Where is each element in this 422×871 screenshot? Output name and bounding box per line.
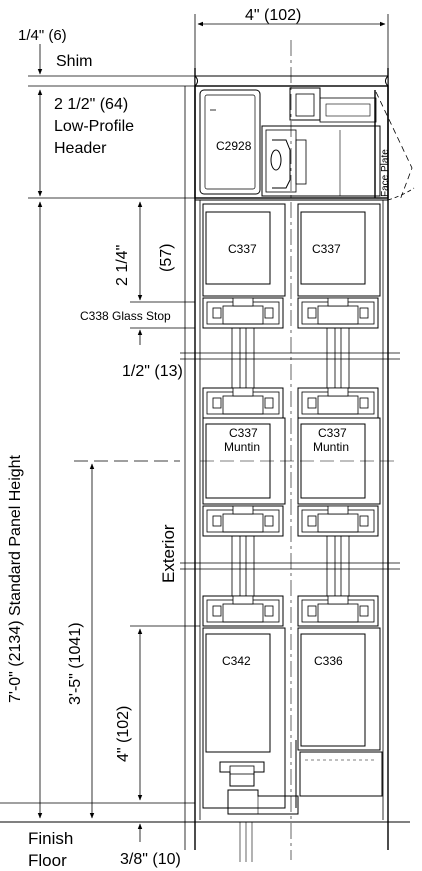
glass-stop-clip: [297, 387, 379, 419]
dim-header-height: 2 1/2" (64): [54, 96, 128, 113]
glazing-band: [180, 535, 400, 597]
part-bottom-right: C336: [314, 654, 343, 668]
header-extrusion: [194, 85, 389, 199]
face-plate: [374, 90, 415, 201]
dim-shim-height: 1/4" (6): [18, 27, 67, 44]
floor-line: [0, 802, 410, 862]
glass-stop-clip: [202, 505, 284, 537]
dim-overall-width: 4" (102): [245, 7, 301, 24]
part-muntin-left-label: Muntin: [224, 440, 260, 454]
dim-shim-lines: [28, 44, 195, 87]
dim-glass-stop-metric: (57): [158, 244, 175, 272]
dim-bottom-rail-height: 4" (102): [115, 706, 132, 762]
bottom-rail: [202, 627, 383, 815]
dim-muntin-height: 3'-5" (1041): [67, 622, 84, 705]
dim-glass-stop-gap: 1/2" (13): [122, 363, 183, 380]
glass-stop-clip: [297, 297, 379, 329]
part-glass-stop: C338 Glass Stop: [80, 309, 171, 323]
frame: [184, 68, 389, 850]
shim: [194, 75, 389, 87]
label-finish-1: Finish: [28, 829, 73, 848]
part-muntin-right-code: C337: [318, 426, 347, 440]
dim-glass-stop-height: 2 1/4": [114, 245, 131, 286]
part-bottom-left: C342: [222, 654, 251, 668]
label-shim: Shim: [56, 53, 92, 70]
label-header-2: Header: [54, 140, 107, 157]
part-rail-left-top: C337: [228, 242, 257, 256]
dim-glass-stop-lines: [130, 201, 195, 345]
part-rail-right-top: C337: [312, 242, 341, 256]
dim-floor-offset: 3/8" (10): [120, 851, 181, 868]
glass-stop-clip: [297, 595, 379, 627]
label-exterior: Exterior: [159, 524, 178, 583]
label-header-1: Low-Profile: [54, 118, 134, 135]
glass-stop-clip: [297, 505, 379, 537]
top-rail: [195, 199, 388, 297]
part-header: C2928: [216, 139, 252, 153]
part-face-plate: Face Plate: [380, 149, 391, 197]
part-muntin-left-code: C337: [229, 426, 258, 440]
dim-bottom-lines: [130, 625, 200, 801]
glass-stop-clip: [202, 595, 284, 627]
dim-panel-height: 7'-0" (2134) Standard Panel Height: [7, 454, 24, 703]
glass-stop-clip: [202, 297, 284, 329]
dim-width-lines: [194, 14, 389, 70]
part-muntin-right-label: Muntin: [313, 440, 349, 454]
dim-muntin-lines: [74, 460, 400, 819]
label-finish-2: Floor: [28, 851, 67, 870]
glass-stop-clip: [202, 387, 284, 419]
glazing-band: [180, 327, 400, 389]
